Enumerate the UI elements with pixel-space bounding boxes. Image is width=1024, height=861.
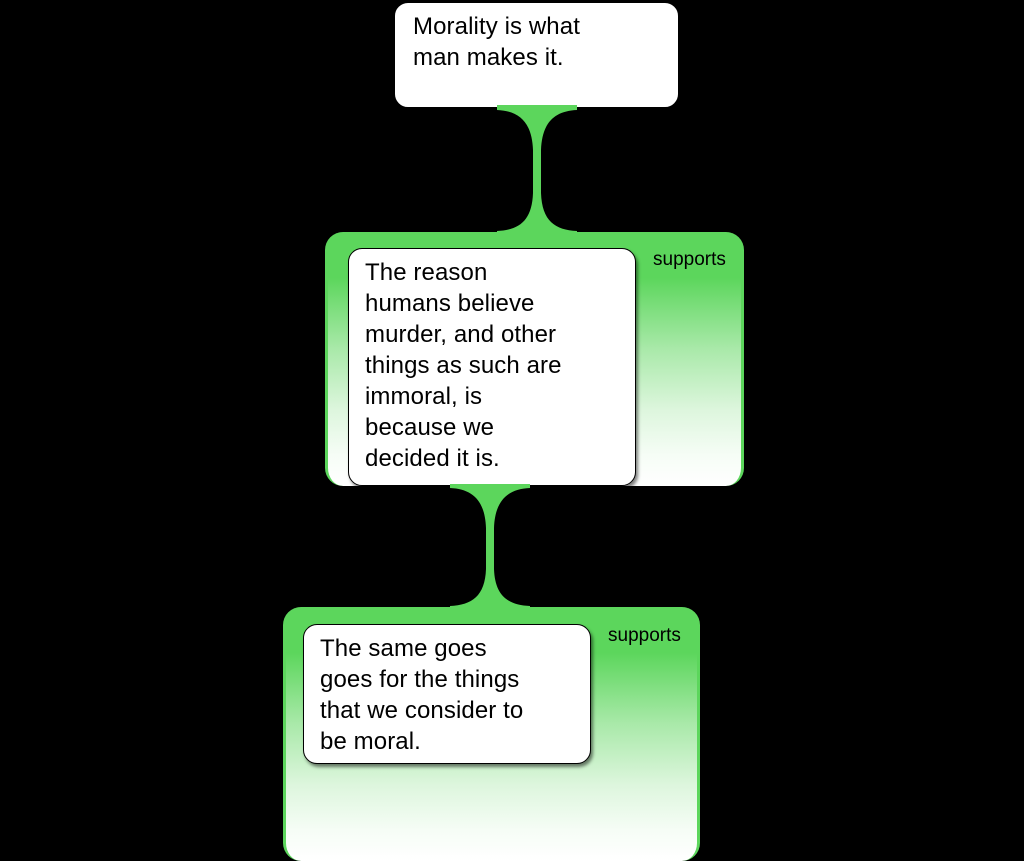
argument-node-root-text: Morality is what man makes it. <box>413 13 580 71</box>
argument-map-canvas: Morality is what man makes it. supports … <box>283 2 744 861</box>
support-group-2[interactable]: supports The same goes goes for the thin… <box>283 607 700 861</box>
argument-node-3-text: The same goes goes for the things that w… <box>320 635 524 755</box>
support-group-1[interactable]: supports The reason humans believe murde… <box>325 232 744 486</box>
support-connector-1 <box>497 105 577 235</box>
relation-label-supports-1: supports <box>653 249 726 270</box>
argument-node-root[interactable]: Morality is what man makes it. <box>394 2 679 108</box>
argument-node-2-text: The reason humans believe murder, and ot… <box>365 259 562 472</box>
relation-label-supports-2: supports <box>608 625 681 646</box>
support-connector-2 <box>450 484 530 610</box>
argument-node-2[interactable]: The reason humans believe murder, and ot… <box>348 248 636 486</box>
argument-node-3[interactable]: The same goes goes for the things that w… <box>303 624 591 764</box>
